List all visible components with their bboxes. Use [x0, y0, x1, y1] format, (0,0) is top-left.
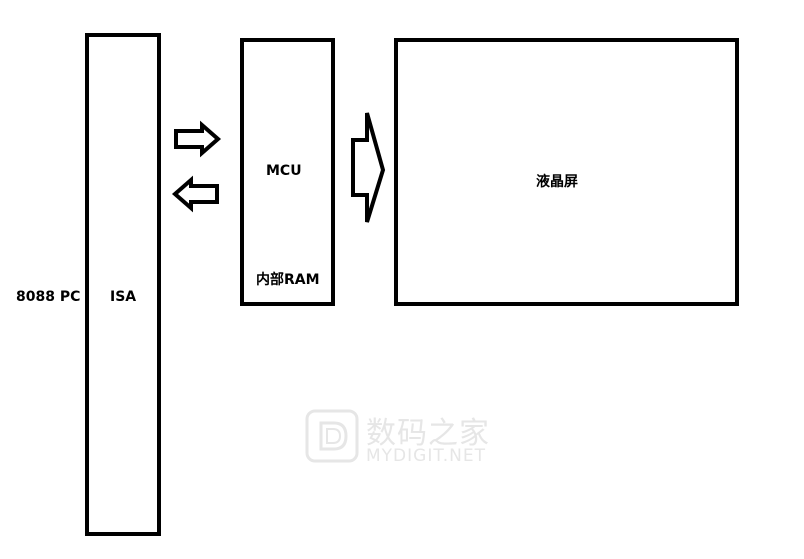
watermark-en-text: MYDIGIT.NET: [366, 446, 486, 466]
arrow-big-right-icon: [351, 112, 386, 223]
arrow-left-icon: [171, 175, 219, 213]
watermark: 数码之家 MYDIGIT.NET: [304, 408, 504, 468]
lcd-label: 液晶屏: [536, 174, 578, 190]
mcu-label: MCU: [266, 163, 302, 179]
watermark-logo-icon: [305, 409, 359, 463]
isa-bus-box: ISA: [85, 33, 161, 536]
arrow-right-icon: [174, 120, 222, 158]
pc-label: 8088 PC: [16, 289, 81, 305]
mcu-box: MCU 内部RAM: [240, 38, 335, 306]
ram-label: 内部RAM: [256, 272, 320, 288]
watermark-cn-text: 数码之家: [366, 416, 490, 451]
isa-label: ISA: [110, 289, 137, 305]
lcd-box: 液晶屏: [394, 38, 739, 306]
